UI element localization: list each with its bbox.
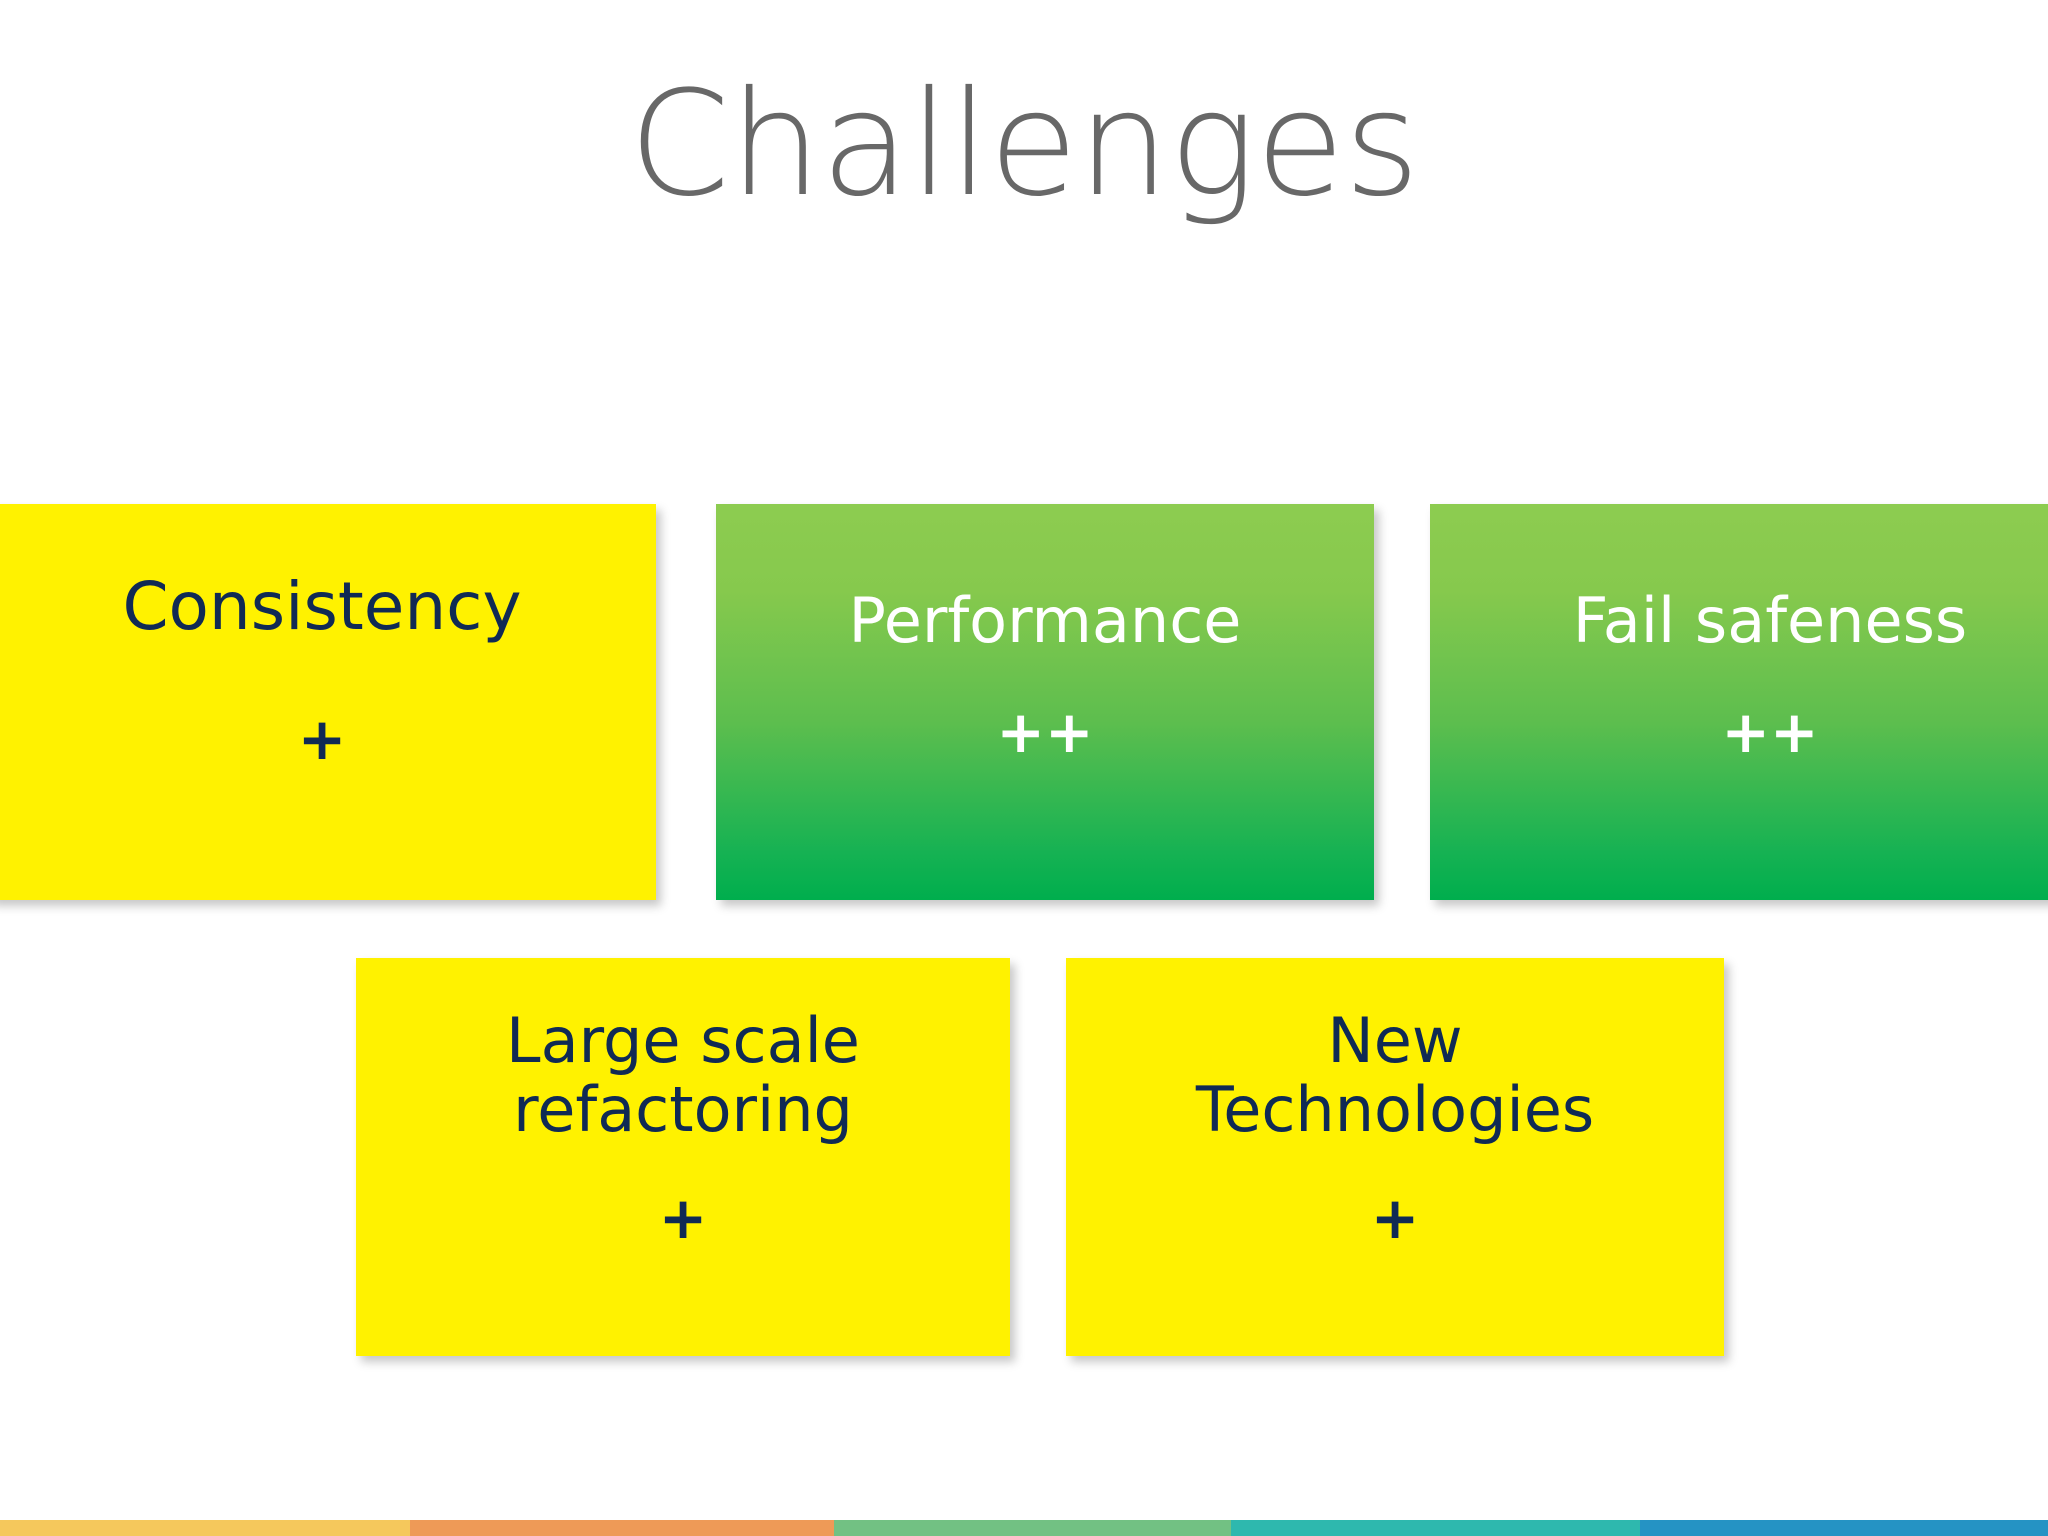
footer-segment-teal [1230,1520,1641,1536]
footer-segment-gold [0,1520,410,1536]
challenge-card-rating: ++ [1721,698,1819,767]
page-title: Challenges [628,60,1420,229]
challenge-card-large-scale-refactoring[interactable]: Large scale refactoring + [356,958,1010,1356]
challenge-card-rating: + [297,704,347,773]
challenge-card-label: New Technologies [1195,1004,1595,1147]
footer-segment-green [833,1520,1231,1536]
challenge-card-new-technologies[interactable]: New Technologies + [1066,958,1724,1356]
challenge-card-rating: + [658,1183,708,1252]
challenge-card-label: Consistency [122,568,522,645]
footer-accent-bar [0,1520,2048,1536]
challenge-card-consistency[interactable]: Consistency + [0,504,656,900]
challenge-card-rating: ++ [996,698,1094,767]
challenge-card-label: Fail safeness [1572,584,1968,657]
challenge-card-fail-safeness[interactable]: Fail safeness ++ [1430,504,2048,900]
footer-segment-orange [409,1520,834,1536]
challenge-card-label: Performance [848,584,1242,657]
challenge-card-label: Large scale refactoring [506,1004,860,1147]
footer-segment-blue [1640,1520,2048,1536]
challenge-card-performance[interactable]: Performance ++ [716,504,1374,900]
challenge-card-rating: + [1370,1183,1420,1252]
